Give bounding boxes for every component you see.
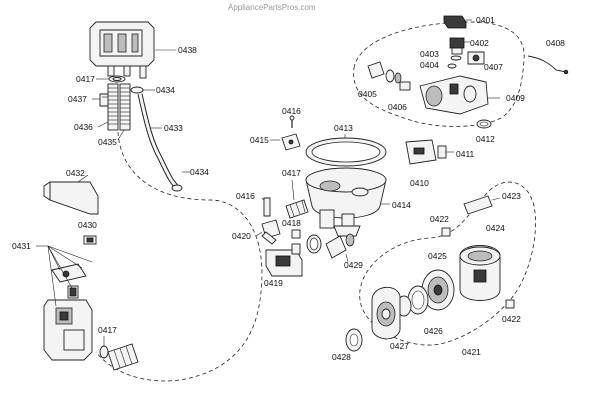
part-0420-bracket[interactable]	[261, 219, 281, 245]
label-0426: 0426	[424, 326, 443, 336]
label-0434-upper: 0434	[156, 85, 175, 95]
part-0427-pump-housing[interactable]	[371, 286, 401, 340]
part-0422-clip-lower[interactable]	[505, 299, 515, 309]
label-0404: 0404	[420, 60, 439, 70]
label-0416-mid: 0416	[236, 191, 255, 201]
corrugated-drain-tube[interactable]	[107, 343, 139, 371]
label-0414: 0414	[392, 200, 411, 210]
label-0429: 0429	[344, 260, 363, 270]
label-0403: 0403	[420, 49, 439, 59]
part-0417-spring[interactable]	[285, 199, 309, 219]
label-0423: 0423	[502, 191, 521, 201]
part-0426-seal-rings[interactable]	[396, 285, 429, 317]
label-0432: 0432	[66, 168, 85, 178]
label-0436: 0436	[74, 122, 93, 132]
part-0407-valve[interactable]	[467, 51, 485, 65]
routing-line-top-right	[353, 21, 525, 127]
label-0438: 0438	[178, 45, 197, 55]
label-0435: 0435	[98, 137, 117, 147]
label-0407: 0407	[484, 62, 503, 72]
part-0408-wire[interactable]	[527, 55, 569, 75]
watermark: AppliancePartsPros.com	[228, 3, 316, 12]
part-0415-bracket[interactable]	[281, 133, 301, 151]
label-0417-mid: 0417	[282, 168, 301, 178]
part-0418-clip[interactable]	[291, 229, 301, 239]
part-0409-valve-body[interactable]	[419, 75, 489, 115]
part-0411-clip[interactable]	[437, 145, 447, 159]
part-0403-ring[interactable]	[450, 55, 462, 61]
part-0414-sump-housing[interactable]	[305, 167, 387, 237]
label-0419: 0419	[264, 278, 283, 288]
label-0401: 0401	[476, 15, 495, 25]
part-0417-clamp-top[interactable]	[108, 75, 126, 83]
part-0417-clamp-lower[interactable]	[99, 345, 109, 359]
label-0417-bottom: 0417	[98, 325, 117, 335]
part-0401-block[interactable]	[443, 15, 467, 29]
part-0429-hose-fittings[interactable]	[306, 233, 355, 259]
label-0416-top: 0416	[282, 106, 301, 116]
part-0436-corrugated-hose[interactable]	[107, 83, 119, 131]
label-0434-lower: 0434	[190, 167, 209, 177]
part-0435-corrugated-hose[interactable]	[119, 83, 131, 131]
part-0419-sensor[interactable]	[265, 243, 303, 277]
part-0423-spring[interactable]	[463, 195, 493, 215]
part-0416-screw-mid[interactable]	[263, 197, 271, 217]
label-0430: 0430	[78, 220, 97, 230]
part-0431-assembly[interactable]	[43, 263, 93, 361]
part-0433-long-hose[interactable]	[137, 93, 178, 188]
part-0412-clamp[interactable]	[476, 119, 492, 129]
routing-line-pump	[359, 181, 536, 346]
part-0410-sensor[interactable]	[405, 139, 437, 165]
label-0406: 0406	[388, 102, 407, 112]
part-0434-clamp-lower[interactable]	[171, 184, 183, 192]
label-0405: 0405	[358, 89, 377, 99]
label-0433: 0433	[164, 123, 183, 133]
label-0420: 0420	[232, 231, 251, 241]
label-0411: 0411	[456, 149, 475, 159]
part-0424-motor[interactable]	[459, 245, 501, 301]
part-0434-clamp-upper[interactable]	[130, 86, 144, 94]
part-0416-screw-top[interactable]	[289, 115, 295, 128]
part-0402-valve-cap[interactable]	[449, 37, 465, 55]
routing-line-left	[95, 131, 263, 382]
part-number-labels: 0401 0402 0403 0404 0405 0406 0407 0408 …	[12, 15, 565, 362]
label-0421: 0421	[462, 347, 481, 357]
part-0406-fitting[interactable]	[399, 81, 411, 91]
part-0422-clip-upper[interactable]	[441, 227, 451, 237]
label-0431: 0431	[12, 241, 31, 251]
part-0405-valve-parts[interactable]	[367, 61, 402, 84]
label-0427: 0427	[390, 341, 409, 351]
label-0410: 0410	[410, 178, 429, 188]
label-0417-top: 0417	[76, 74, 95, 84]
label-0425: 0425	[428, 251, 447, 261]
label-0415: 0415	[250, 135, 269, 145]
label-0428: 0428	[332, 352, 351, 362]
part-0432-cover[interactable]	[43, 181, 99, 215]
label-0424: 0424	[486, 223, 505, 233]
label-0422-upper: 0422	[430, 214, 449, 224]
label-0437: 0437	[68, 94, 87, 104]
part-0438-air-break[interactable]	[89, 21, 155, 79]
part-0428-ring[interactable]	[345, 328, 363, 352]
part-0425-impeller[interactable]	[421, 269, 455, 311]
label-0412: 0412	[476, 134, 495, 144]
label-0409: 0409	[506, 93, 525, 103]
label-0402: 0402	[470, 38, 489, 48]
label-0422-lower: 0422	[502, 314, 521, 324]
part-0404-ring[interactable]	[447, 63, 457, 69]
part-0413-gasket-ring[interactable]	[305, 137, 387, 167]
label-0413: 0413	[334, 123, 353, 133]
part-0430-connector[interactable]	[83, 235, 97, 245]
label-0408: 0408	[546, 38, 565, 48]
label-0418: 0418	[282, 218, 301, 228]
